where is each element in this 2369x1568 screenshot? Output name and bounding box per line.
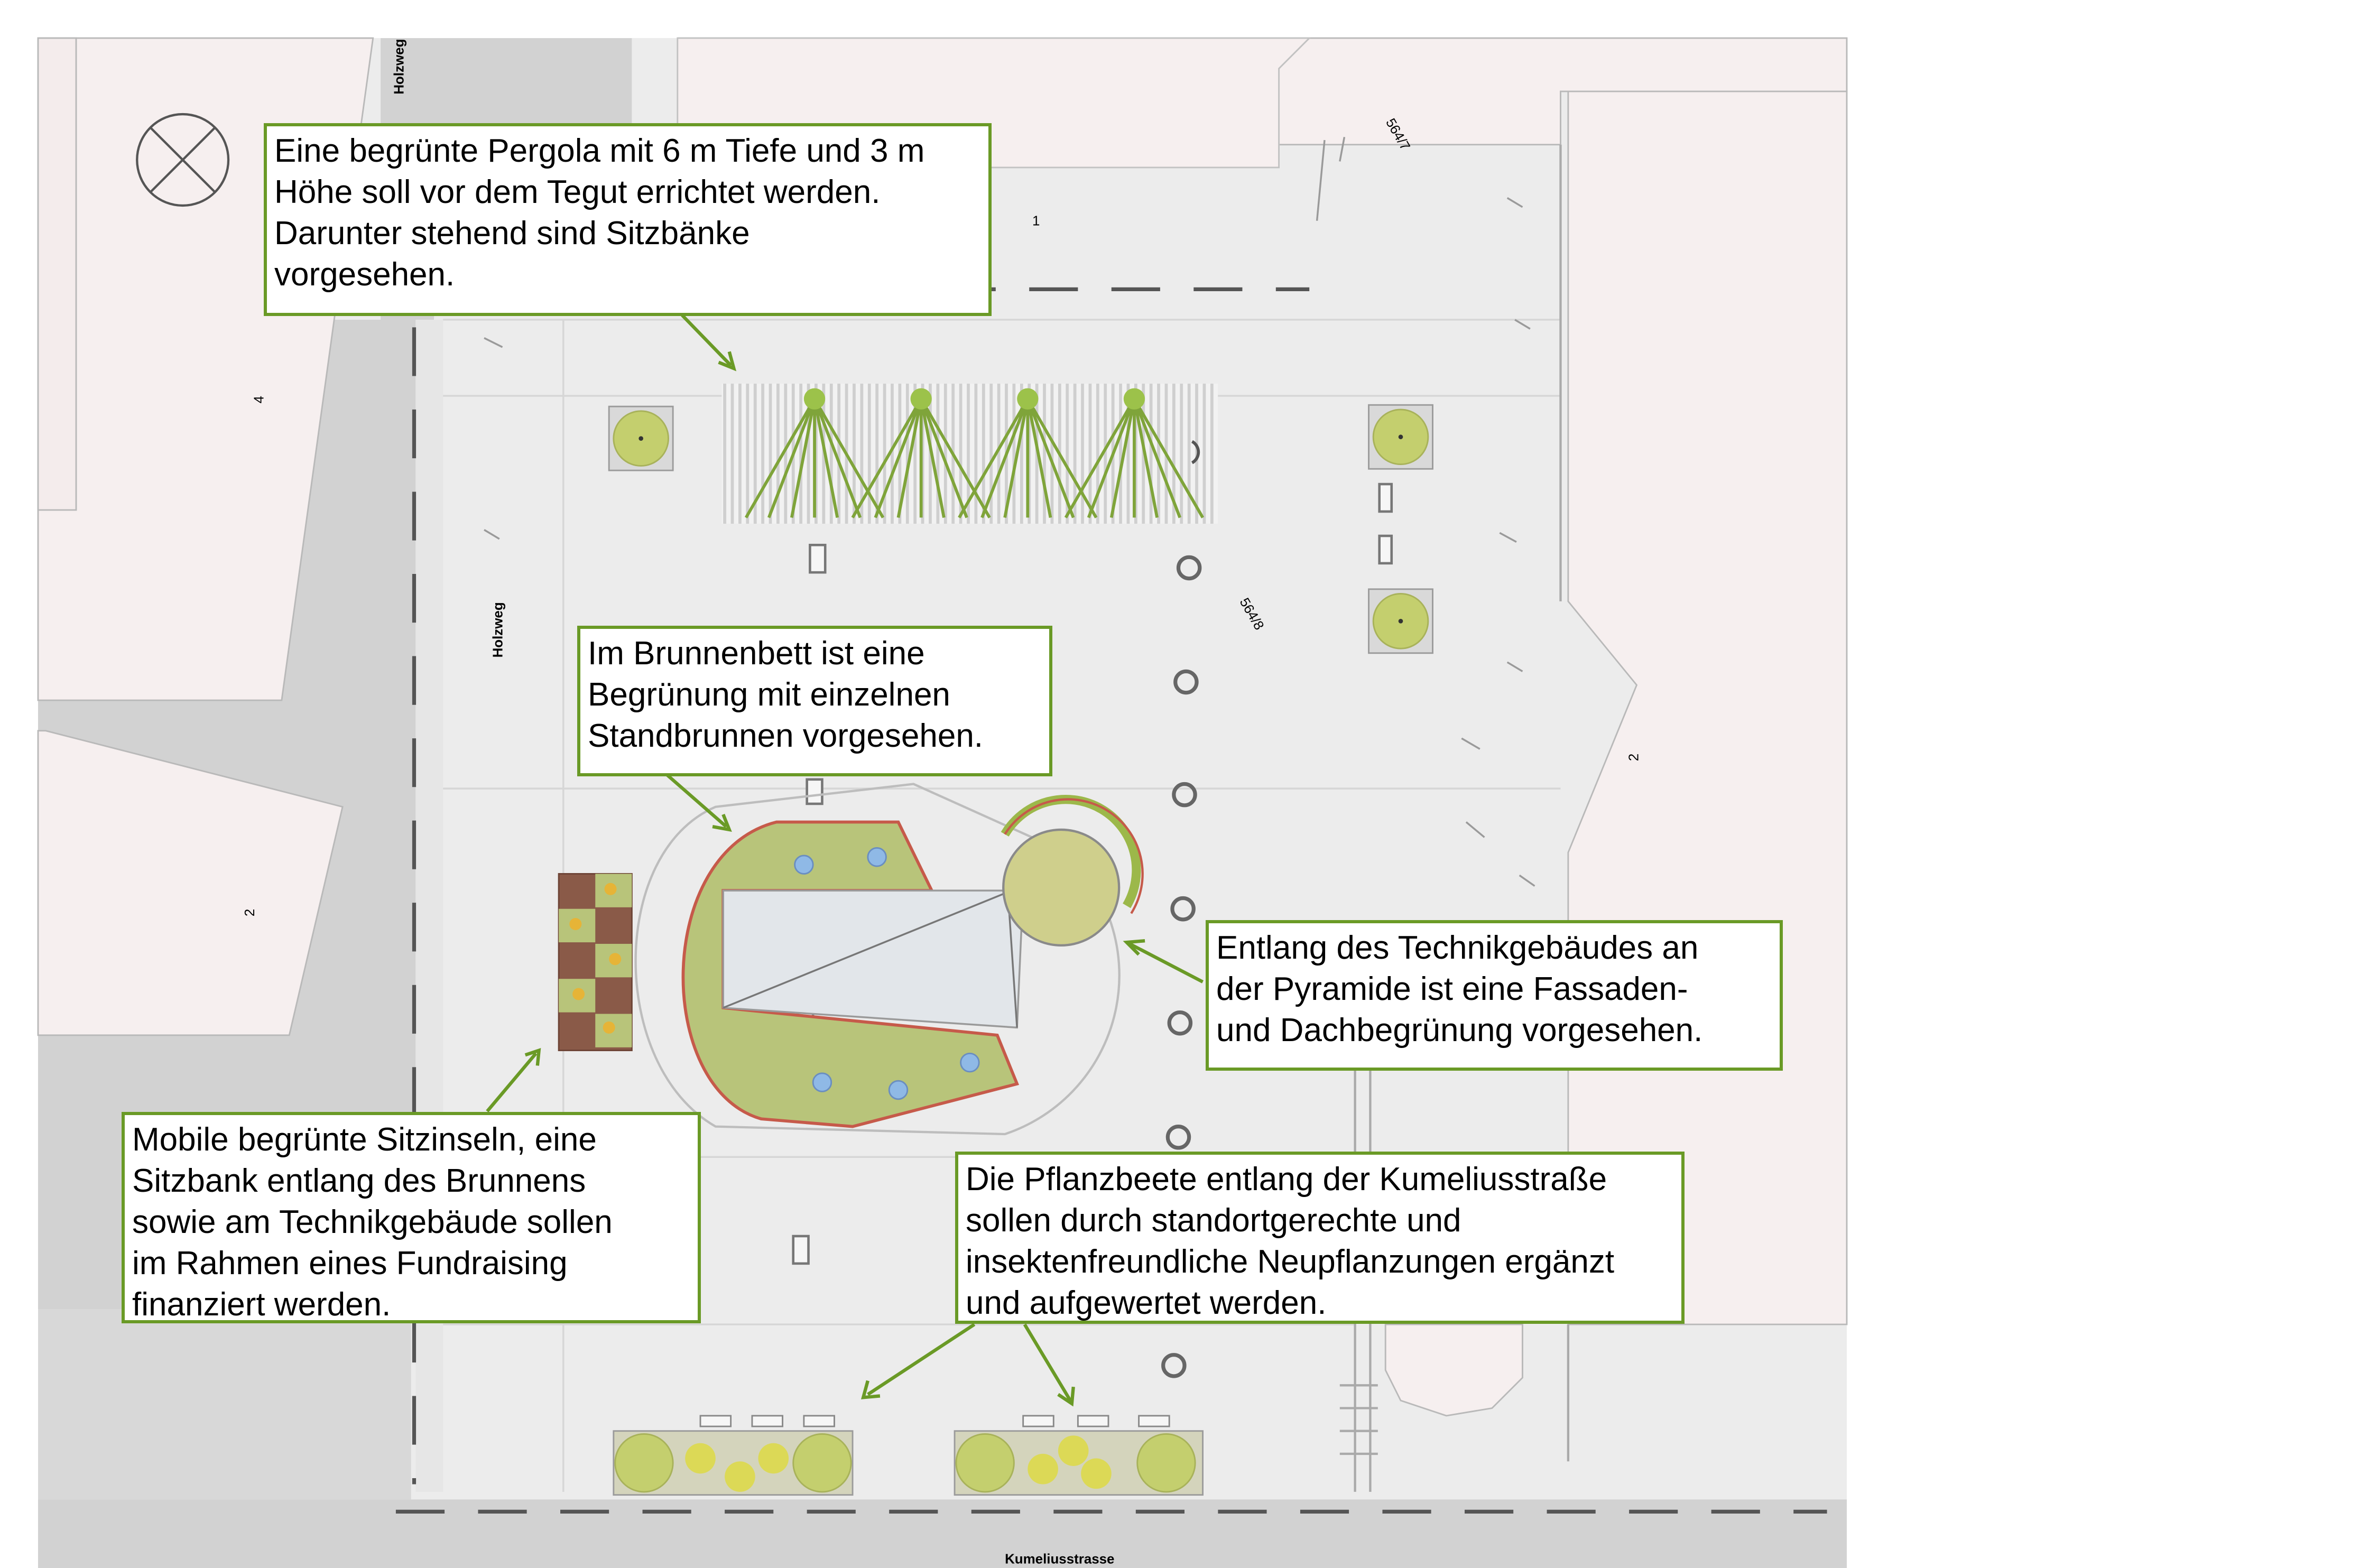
street-label-holzweg-top: Holzweg <box>392 39 406 95</box>
bollard-1 <box>1176 555 1202 581</box>
standbrunnen-5 <box>960 1052 980 1073</box>
technik-roof <box>1002 828 1121 947</box>
fountain-bed <box>634 783 1121 1136</box>
callout-pergola: Eine begrünte Pergola mit 6 m Tiefe und … <box>264 123 992 316</box>
building-parcel-2-left <box>37 730 344 1036</box>
callout-pergola-line-4: vorgesehen. <box>274 256 455 293</box>
pergola-arch <box>1191 440 1200 465</box>
street-label-holzweg: Holzweg <box>491 602 506 657</box>
fountain-surface <box>722 889 1024 1029</box>
building-upper-left-edge <box>37 37 77 511</box>
standbrunnen-1 <box>794 855 814 875</box>
callout-pflanzbeete-line-2: sollen durch standortgerechte und <box>966 1202 1461 1239</box>
building-southeast-bay <box>1384 1323 1523 1417</box>
parcel-label-2-left: 2 <box>243 909 257 916</box>
bollard-6 <box>1165 1125 1191 1150</box>
arrow-brunnen <box>664 772 728 828</box>
street-label-kumeliusstrasse: Kumeliusstrasse <box>1005 1552 1114 1566</box>
callout-pflanzbeete-line-3: insektenfreundliche Neupflanzungen ergän… <box>966 1244 1615 1280</box>
arrow-technik <box>1128 942 1204 984</box>
arrow-pergola <box>681 314 732 367</box>
road-kumeliusstrasse <box>38 1499 1847 1568</box>
standbrunnen-3 <box>812 1072 832 1092</box>
standbrunnen-2 <box>867 847 887 867</box>
callout-pflanzbeete-line-1: Die Pflanzbeete entlang der Kumeliusstra… <box>966 1161 1607 1198</box>
fountain-outer-ring <box>634 783 1121 1136</box>
callout-sitzinseln-line-5: finanziert werden. <box>132 1286 391 1323</box>
bollard-5 <box>1167 1010 1193 1036</box>
fountain-lawn <box>681 820 1020 1128</box>
arrow-pflanzbeete-1 <box>867 1323 976 1396</box>
callout-pergola-line-1: Eine begrünte Pergola mit 6 m Tiefe und … <box>274 133 925 169</box>
callout-pergola-line-2: Höhe soll vor dem Tegut errichtet werden… <box>274 174 881 210</box>
callout-technik: Entlang des Technikgebäudes an der Pyram… <box>1206 920 1783 1071</box>
callout-sitzinseln-line-1: Mobile begrünte Sitzinseln, eine <box>132 1121 597 1158</box>
road-holzweg-north <box>381 38 632 320</box>
callout-sitzinseln-line-2: Sitzbank entlang des Brunnens <box>132 1163 586 1199</box>
standbrunnen-4 <box>888 1080 909 1100</box>
callout-brunnen: Im Brunnenbett ist eine Begrünung mit ei… <box>577 626 1052 776</box>
callout-technik-line-1: Entlang des Technikgebäudes an <box>1216 930 1699 966</box>
arrow-sitzinseln <box>486 1052 538 1112</box>
callout-technik-line-3: und Dachbegrünung vorgesehen. <box>1216 1012 1703 1049</box>
callout-pflanzbeete-line-4: und aufgewertet werden. <box>966 1285 1327 1321</box>
bollards <box>1161 555 1202 1378</box>
bollard-7 <box>1161 1353 1187 1378</box>
callout-brunnen-line-2: Begrünung mit einzelnen <box>588 676 950 713</box>
callout-sitzinseln: Mobile begrünte Sitzinseln, eine Sitzban… <box>122 1112 701 1323</box>
bollard-3 <box>1172 782 1197 808</box>
paving-detail-marks <box>484 136 1535 887</box>
tree-planters <box>608 404 1433 654</box>
parcel-label-4: 4 <box>252 396 266 403</box>
standbrunnen <box>794 847 980 1100</box>
callout-sitzinseln-line-4: im Rahmen eines Fundraising <box>132 1245 568 1282</box>
pergola-climbing-plants <box>744 398 1205 518</box>
pergola-plant-heads <box>803 388 1145 410</box>
parcel-label-2-right: 2 <box>1626 754 1641 761</box>
north-arrow-symbol <box>136 113 230 207</box>
technik-facade-red <box>1004 798 1144 914</box>
callout-technik-line-2: der Pyramide ist eine Fassaden- <box>1216 971 1688 1007</box>
pergola <box>721 383 1218 524</box>
planting-bed-west <box>613 1415 854 1496</box>
parcel-label-1: 1 <box>1032 214 1040 228</box>
callout-pflanzbeete: Die Pflanzbeete entlang der Kumeliusstra… <box>955 1152 1685 1324</box>
bollard-2 <box>1173 669 1199 695</box>
leader-arrows <box>486 314 1204 1407</box>
road-left-lower <box>38 1309 411 1500</box>
callout-brunnen-line-3: Standbrunnen vorgesehen. <box>588 718 984 754</box>
planting-bed-east <box>954 1415 1204 1496</box>
technikgebaeude <box>1001 795 1144 947</box>
bollard-4 <box>1170 896 1196 922</box>
callout-sitzinseln-line-3: sowie am Technikgebäude sollen <box>132 1204 613 1240</box>
arrow-pflanzbeete-2 <box>1023 1323 1072 1402</box>
callout-pergola-line-3: Darunter stehend sind Sitzbänke <box>274 215 750 252</box>
sitzinseln <box>558 873 633 1052</box>
callout-brunnen-line-1: Im Brunnenbett ist eine <box>588 635 925 672</box>
